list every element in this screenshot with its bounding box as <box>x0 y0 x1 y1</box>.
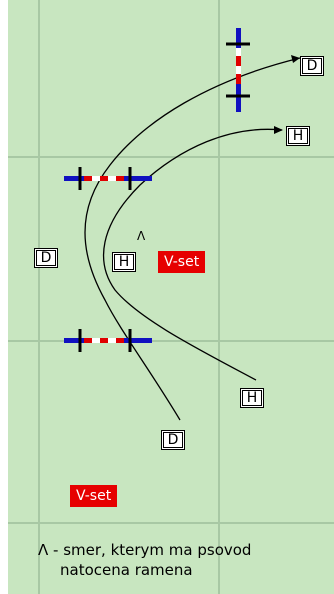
direction-arrow-icon: Λ <box>137 229 146 243</box>
obstacle-upper <box>64 167 152 190</box>
label-d-top: D <box>300 56 324 76</box>
legend-line-1: Λ - smer, kterym ma psovod <box>38 541 252 559</box>
label-d-left: D <box>34 248 58 268</box>
left-margin <box>0 0 8 594</box>
label-h-lower: H <box>240 388 264 408</box>
legend: Λ - smer, kterym ma psovod natocena rame… <box>38 540 328 580</box>
grid-line-horizontal <box>0 522 334 524</box>
inner-route-line <box>103 128 283 381</box>
outer-route-arrowhead <box>291 55 300 63</box>
vset-marker-middle: V-set <box>158 251 206 273</box>
label-d-bottom: D <box>161 430 185 450</box>
grid-line-vertical <box>218 0 220 594</box>
legend-line-2: natocena ramena <box>60 561 193 579</box>
label-h-upper: H <box>286 126 310 146</box>
vset-marker-bottom: V-set <box>70 485 118 507</box>
grid-line-vertical <box>38 0 40 594</box>
outer-route-line <box>84 57 301 421</box>
grid-line-horizontal <box>0 340 334 342</box>
label-h-middle: H <box>112 252 136 272</box>
grid-line-horizontal <box>0 156 334 158</box>
obstacle-lower <box>64 329 152 352</box>
inner-route-arrowhead <box>274 126 283 134</box>
obstacle-top <box>226 28 250 112</box>
